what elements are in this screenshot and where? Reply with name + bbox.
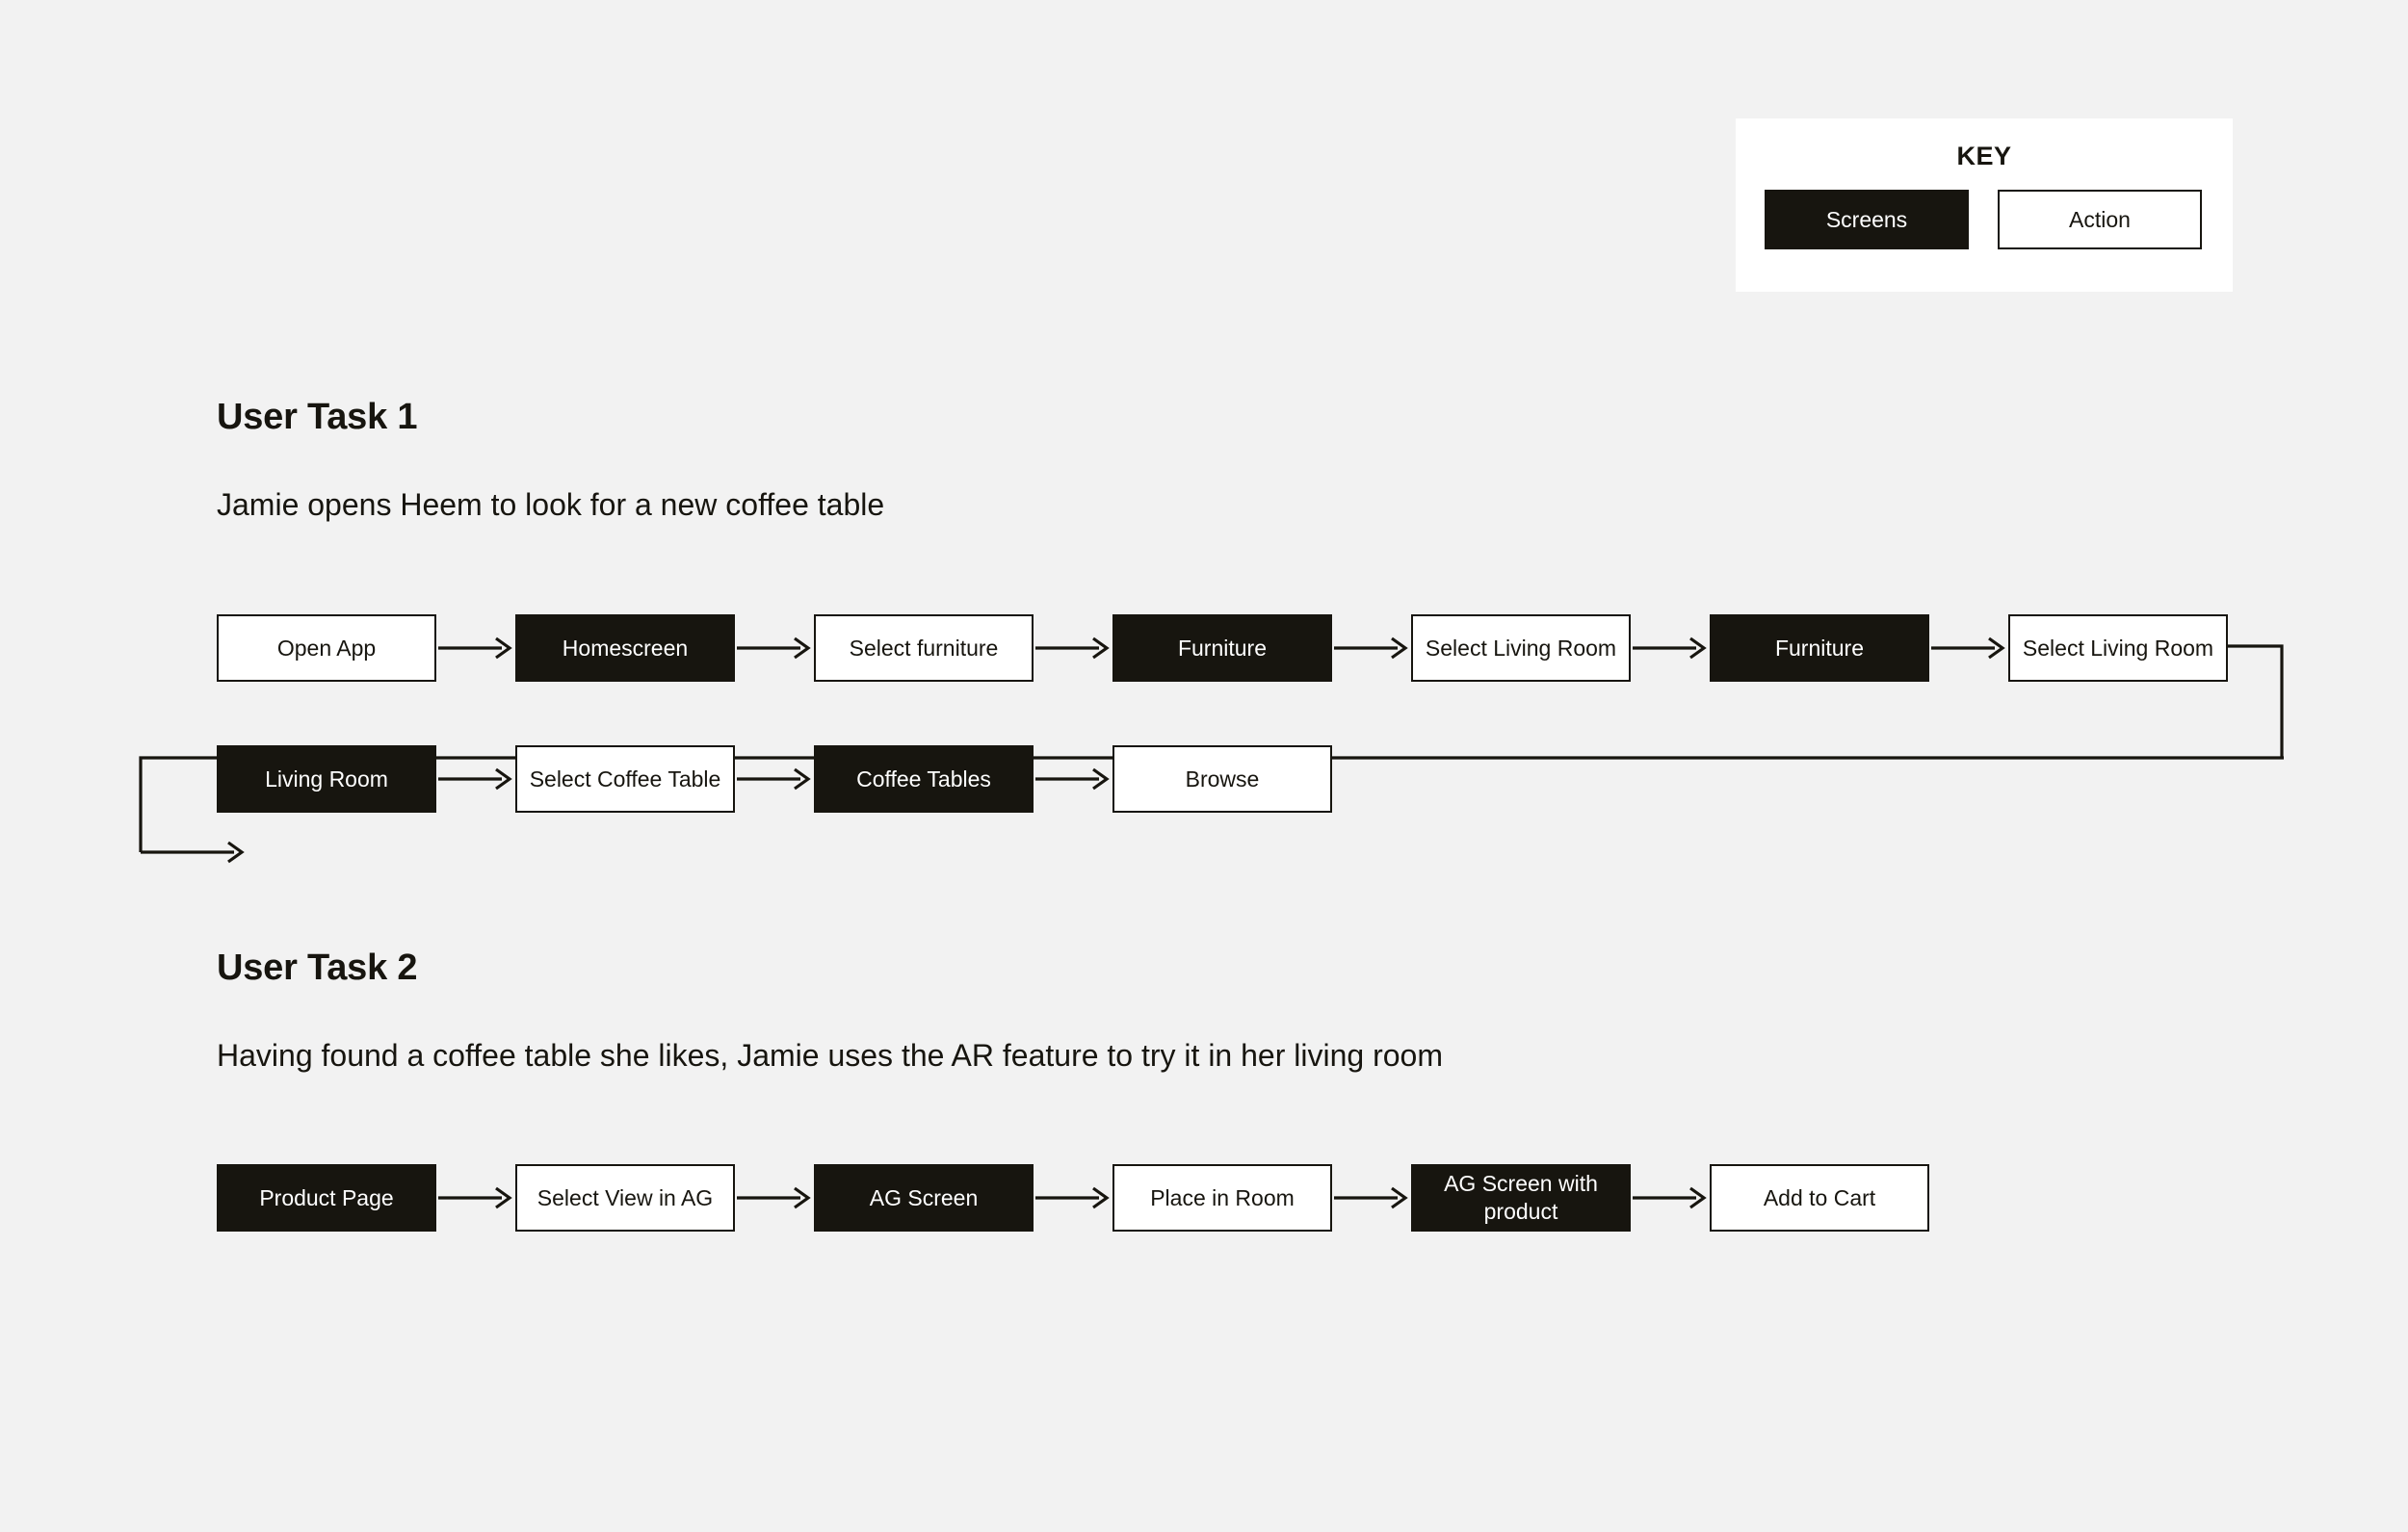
arrow-right-icon (438, 1185, 515, 1210)
arrow-right-icon (737, 766, 814, 792)
node-browse-label: Browse (1185, 766, 1260, 792)
node-select-living-room-1[interactable]: Select Living Room (1411, 614, 1631, 682)
arrow-right-icon (1334, 636, 1411, 661)
node-select-coffee-table[interactable]: Select Coffee Table (515, 745, 735, 813)
node-select-view-in-ag-label: Select View in AG (537, 1184, 714, 1210)
arrow-right-icon (737, 1185, 814, 1210)
arrow-right-icon (1633, 1185, 1710, 1210)
node-select-furniture[interactable]: Select furniture (814, 614, 1034, 682)
node-ag-screen[interactable]: AG Screen (814, 1164, 1034, 1232)
node-furniture-1[interactable]: Furniture (1112, 614, 1332, 682)
node-browse[interactable]: Browse (1112, 745, 1332, 813)
node-furniture-1-label: Furniture (1177, 635, 1268, 661)
key-swatch-screens-label: Screens (1825, 206, 1908, 232)
arrow-right-icon (1035, 636, 1112, 661)
node-select-furniture-label: Select furniture (849, 635, 999, 661)
wrap-around-connector (2226, 644, 2284, 760)
node-open-app[interactable]: Open App (217, 614, 436, 682)
arrow-right-icon (737, 636, 814, 661)
task-2-title: User Task 2 (217, 948, 418, 988)
node-living-room[interactable]: Living Room (217, 745, 436, 813)
node-select-living-room-2[interactable]: Select Living Room (2008, 614, 2228, 682)
node-coffee-tables-label: Coffee Tables (856, 766, 991, 792)
node-homescreen[interactable]: Homescreen (515, 614, 735, 682)
node-furniture-2[interactable]: Furniture (1710, 614, 1929, 682)
node-coffee-tables[interactable]: Coffee Tables (814, 745, 1034, 813)
node-ag-screen-label: AG Screen (869, 1184, 979, 1210)
arrow-right-icon (1931, 636, 2008, 661)
node-living-room-label: Living Room (265, 766, 388, 792)
key-legend-panel: KEY Screens Action (1736, 118, 2233, 292)
arrow-right-icon (1633, 636, 1710, 661)
node-product-page-label: Product Page (259, 1184, 394, 1210)
key-swatch-action-label: Action (2069, 206, 2131, 232)
node-select-coffee-table-label: Select Coffee Table (529, 766, 721, 792)
task-2-description: Having found a coffee table she likes, J… (217, 1038, 1443, 1073)
arrow-right-icon (1035, 1185, 1112, 1210)
key-swatch-action: Action (1998, 190, 2202, 249)
arrow-right-icon (1035, 766, 1112, 792)
node-add-to-cart[interactable]: Add to Cart (1710, 1164, 1929, 1232)
task-1-description: Jamie opens Heem to look for a new coffe… (217, 487, 885, 522)
node-select-living-room-2-label: Select Living Room (2022, 635, 2214, 661)
task-1-title: User Task 1 (217, 397, 418, 437)
node-open-app-label: Open App (276, 635, 377, 661)
node-place-in-room[interactable]: Place in Room (1112, 1164, 1332, 1232)
node-place-in-room-label: Place in Room (1150, 1184, 1295, 1210)
node-select-view-in-ag[interactable]: Select View in AG (515, 1164, 735, 1232)
node-add-to-cart-label: Add to Cart (1763, 1184, 1876, 1210)
node-select-living-room-1-label: Select Living Room (1425, 635, 1617, 661)
node-furniture-2-label: Furniture (1774, 635, 1865, 661)
node-product-page[interactable]: Product Page (217, 1164, 436, 1232)
node-ag-screen-with-product[interactable]: AG Screen with product (1411, 1164, 1631, 1232)
key-title: KEY (1956, 142, 2012, 170)
node-ag-screen-with-product-label: AG Screen with product (1444, 1171, 1598, 1224)
arrow-right-icon (438, 636, 515, 661)
arrow-right-icon (438, 766, 515, 792)
node-homescreen-label: Homescreen (562, 635, 689, 661)
arrow-right-icon (1334, 1185, 1411, 1210)
key-swatch-screens: Screens (1765, 190, 1969, 249)
